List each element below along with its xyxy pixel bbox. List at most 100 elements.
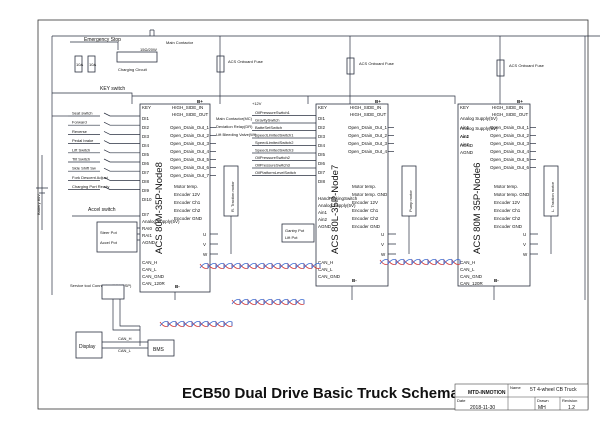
- can-high-line: [199, 262, 321, 269]
- pin-right: Open_Drain_Out_1: [490, 125, 530, 130]
- drawing-frame: [37, 19, 589, 410]
- pin-phase: V: [523, 242, 526, 247]
- fuse-icon: [87, 55, 96, 73]
- pin-left: DI6: [142, 161, 150, 166]
- input-switch-label: Side Shift Sw: [72, 166, 96, 171]
- pin-encoder: Encoder 12V: [174, 192, 200, 197]
- drawn-value: MH: [538, 405, 546, 411]
- pin-encoder: Encoder 12V: [494, 200, 520, 205]
- pin-analog: Ain1: [318, 210, 328, 215]
- load-label: Lift Bleeding Valve(Wt): [216, 132, 257, 137]
- pin-encoder: Motor temp.: [494, 184, 518, 189]
- fuse-2-label: 10A: [89, 62, 96, 67]
- pin-left: DI4: [142, 143, 150, 148]
- pin-encoder: Motor temp.: [352, 184, 376, 189]
- pin-can: CAN_H: [318, 260, 333, 265]
- pin-bminus: B-: [494, 278, 499, 283]
- key-switch-label: KEY switch: [100, 86, 125, 92]
- switch-label: OilPressureSwitch1: [255, 110, 291, 115]
- pin-analog: Ain2: [318, 217, 328, 222]
- can-h-label: CAN_H: [118, 336, 132, 341]
- pin-analog: RAI1: [142, 233, 153, 238]
- pin-can: CAN_L: [460, 267, 475, 272]
- pin-right: Open_Drain_Out_2: [348, 133, 388, 138]
- pin-encoder: Encoder Ch2: [352, 216, 379, 221]
- title-block: MTD-INMOTION Name 5T 4-wheel CB Truck Da…: [454, 383, 589, 411]
- pin-right: Open_Drain_Out_4: [348, 149, 388, 154]
- pin-right: Open_Drain_Out_3: [170, 141, 210, 146]
- input-switch-label: Fork Descent Adjust: [72, 175, 109, 180]
- fuse-icon: [216, 55, 225, 73]
- service-connector-label: Service tool Connector (DB9/DSP): [70, 283, 132, 288]
- pot-label: Lift Pot: [285, 235, 298, 240]
- display-label: Display: [79, 344, 96, 350]
- revision-label: Revision: [562, 398, 577, 403]
- input-switch: Tilt Switch: [68, 157, 140, 163]
- switch-label: BatteSetSwitch: [255, 125, 282, 130]
- pin-left: DI2: [318, 125, 326, 130]
- switch-label: OilPlatformLevelSwitch: [255, 170, 296, 175]
- pin-left: AGND: [460, 143, 474, 148]
- switch-label: SpeedLimitedSwitch1: [255, 133, 294, 138]
- pin-right: Open_Drain_Out_3: [490, 141, 530, 146]
- pin-analog: Ain1: [460, 134, 470, 139]
- resistor-label: 15Ω/20W: [140, 47, 157, 52]
- can-l-label: CAN_L: [118, 348, 132, 353]
- pin-left: DI1: [318, 116, 326, 121]
- display-block: [75, 331, 103, 359]
- pin-analog: Analog Supply(5V): [318, 203, 356, 208]
- pin-phase: W: [203, 252, 208, 257]
- battery-label: Battery 80V: [36, 194, 41, 215]
- pin-right: Open_Drain_Out_6: [490, 165, 530, 170]
- emergency-stop-label: Emergency Stop: [84, 37, 121, 43]
- pin-left: DI2: [142, 125, 150, 130]
- input-switch: Forward: [68, 120, 140, 126]
- can-bus-lines: [159, 258, 461, 328]
- pin-left: DI8: [142, 179, 150, 184]
- input-switch-label: Seat switch: [72, 111, 92, 116]
- pin-bminus: B-: [175, 284, 180, 289]
- pin-can: CAN_120R: [142, 281, 166, 286]
- pin-phase: W: [381, 252, 386, 257]
- onboard-fuse-c-label: ACS Onboard Fuse: [509, 63, 545, 68]
- pin-analog: HandParkingSwitch: [318, 196, 358, 201]
- switch-label: OilPressureSwitch3: [255, 163, 291, 168]
- pin-encoder: Encoder GND: [174, 216, 203, 221]
- switch-label: SpeedLimitedSwitch2: [255, 140, 294, 145]
- pin-analog: Analog Supply(5V): [460, 126, 498, 131]
- pin-phase: U: [523, 232, 526, 237]
- charging-circuit-block: [116, 51, 158, 63]
- name-label: Name: [510, 385, 521, 390]
- pin-analog: AGND: [460, 150, 474, 155]
- pin-left: Ain2: [460, 134, 470, 139]
- pin-left: DI7: [142, 170, 150, 175]
- peripheral-section: Service tool Connector (DB9/DSP) Display…: [70, 283, 175, 359]
- motor-label: Pump motor: [408, 190, 413, 212]
- pin-bplus: B+: [197, 99, 203, 104]
- pin-left: DI4: [318, 143, 326, 148]
- pin-left: DI10: [142, 197, 152, 202]
- fuse-1-label: 10A: [76, 62, 83, 67]
- pin-high-side-out: HIGH_SIDE_OUT: [492, 112, 529, 117]
- pin-high-side-out: HIGH_SIDE_OUT: [350, 112, 387, 117]
- date-value: 2018-11-30: [470, 405, 495, 411]
- input-switch-label: Charging Port Ready: [72, 184, 109, 189]
- motor-label: R. Traction motor: [230, 181, 235, 212]
- pin-left: DI1: [142, 116, 150, 121]
- pin-phase: V: [381, 242, 384, 247]
- input-switch: Pedal brake: [68, 138, 140, 144]
- can-low-line: [379, 259, 461, 266]
- input-switch-label: Tilt Switch: [72, 157, 90, 162]
- switch-label: OilPressureSwitch2: [255, 155, 291, 160]
- pin-left: DI5: [318, 152, 326, 157]
- input-switch-label: Pedal brake: [72, 138, 94, 143]
- pin-can: CAN_H: [142, 260, 157, 265]
- pin-right: Open_Drain_Out_1: [348, 125, 388, 130]
- pin-left: DI7: [318, 170, 326, 175]
- input-switch: Fork Descent Adjust: [68, 175, 140, 181]
- company-name: MTD-INMOTION: [468, 390, 506, 396]
- pin-key: KEY: [318, 105, 327, 110]
